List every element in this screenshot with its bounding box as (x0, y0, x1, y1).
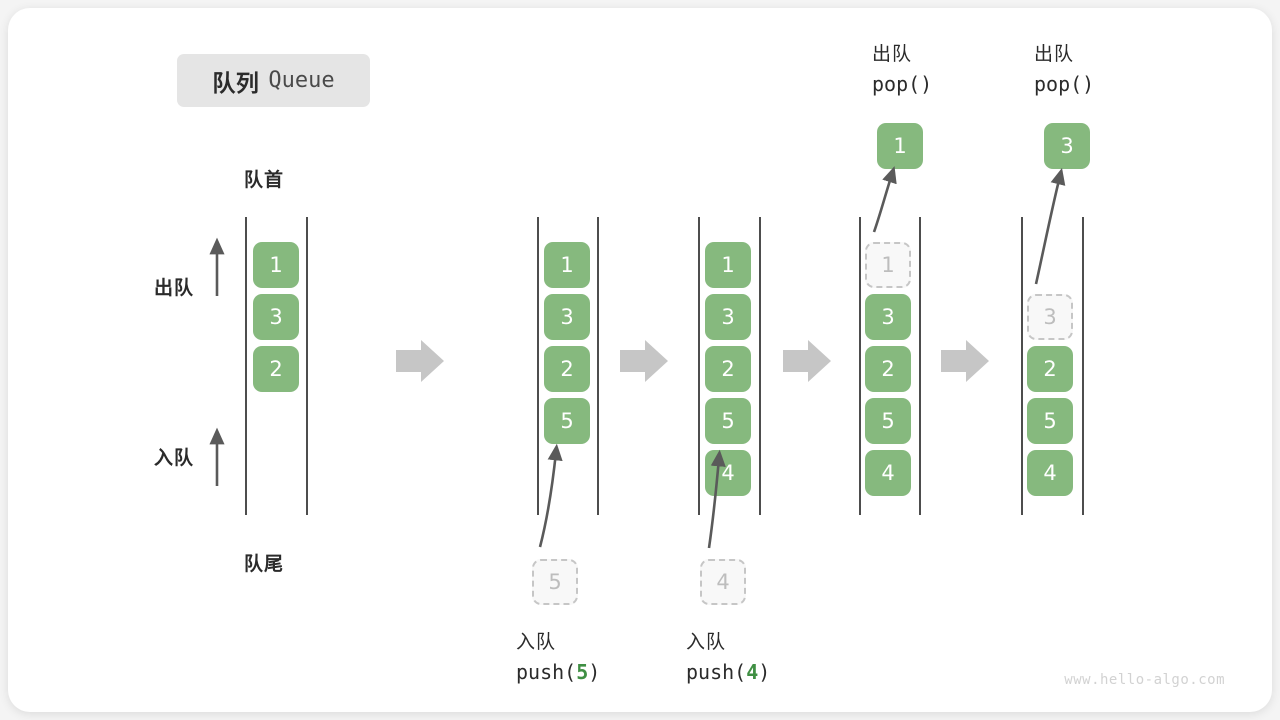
dequeue-direction-label: 出队 (154, 277, 195, 299)
stage-caption-pop-1: 出队 pop() (872, 40, 932, 100)
watermark: www.hello-algo.com (1064, 672, 1225, 688)
removed-element-ghost: 1 (865, 242, 911, 288)
queue-element: 2 (253, 346, 299, 392)
queue-element: 5 (705, 398, 751, 444)
queue-rail-right-5 (1082, 217, 1084, 515)
queue-element: 3 (253, 294, 299, 340)
removed-element-ghost: 3 (1027, 294, 1073, 340)
incoming-element-ghost: 5 (532, 559, 578, 605)
queue-element: 3 (865, 294, 911, 340)
queue-element: 5 (865, 398, 911, 444)
queue-element-new: 4 (705, 450, 751, 496)
caption-chinese: 出队 (1034, 43, 1075, 65)
queue-rail-left-4 (859, 217, 861, 515)
queue-rail-right-1 (306, 217, 308, 515)
queue-rear-label: 队尾 (244, 553, 285, 575)
caption-code: pop() (872, 72, 933, 97)
queue-element: 4 (1027, 450, 1073, 496)
queue-element: 3 (705, 294, 751, 340)
caption-code: pop() (1034, 72, 1095, 97)
incoming-element-ghost: 4 (700, 559, 746, 605)
queue-element: 5 (1027, 398, 1073, 444)
queue-element: 1 (253, 242, 299, 288)
queue-element: 2 (544, 346, 590, 392)
queue-rail-right-2 (597, 217, 599, 515)
title-english: Queue (268, 68, 335, 93)
title-chinese: 队列 (212, 70, 260, 97)
enqueue-direction-label: 入队 (154, 447, 195, 469)
diagram-title-chip: 队列 Queue (177, 54, 370, 107)
queue-element: 2 (1027, 346, 1073, 392)
queue-element: 2 (705, 346, 751, 392)
caption-code: push(4) (686, 660, 771, 685)
queue-element: 1 (544, 242, 590, 288)
queue-rail-right-3 (759, 217, 761, 515)
caption-chinese: 入队 (686, 631, 727, 653)
queue-element: 2 (865, 346, 911, 392)
diagram-card: 队列 Queue 队首 队尾 出队 入队 1 3 2 1 3 2 5 5 入队 … (8, 8, 1272, 712)
queue-element: 1 (705, 242, 751, 288)
queue-rail-right-4 (919, 217, 921, 515)
caption-chinese: 入队 (516, 631, 557, 653)
queue-element: 3 (544, 294, 590, 340)
popped-element: 3 (1044, 123, 1090, 169)
stage-caption-push-4: 入队 push(4) (686, 628, 770, 688)
queue-element-new: 5 (544, 398, 590, 444)
queue-rail-left-3 (698, 217, 700, 515)
queue-rail-left-2 (537, 217, 539, 515)
queue-rail-left-5 (1021, 217, 1023, 515)
popped-element: 1 (877, 123, 923, 169)
queue-front-label: 队首 (244, 169, 285, 191)
caption-chinese: 出队 (872, 43, 913, 65)
stage-caption-push-5: 入队 push(5) (516, 628, 600, 688)
caption-code: push(5) (516, 660, 601, 685)
queue-rail-left-1 (245, 217, 247, 515)
stage-caption-pop-3: 出队 pop() (1034, 40, 1094, 100)
queue-element: 4 (865, 450, 911, 496)
